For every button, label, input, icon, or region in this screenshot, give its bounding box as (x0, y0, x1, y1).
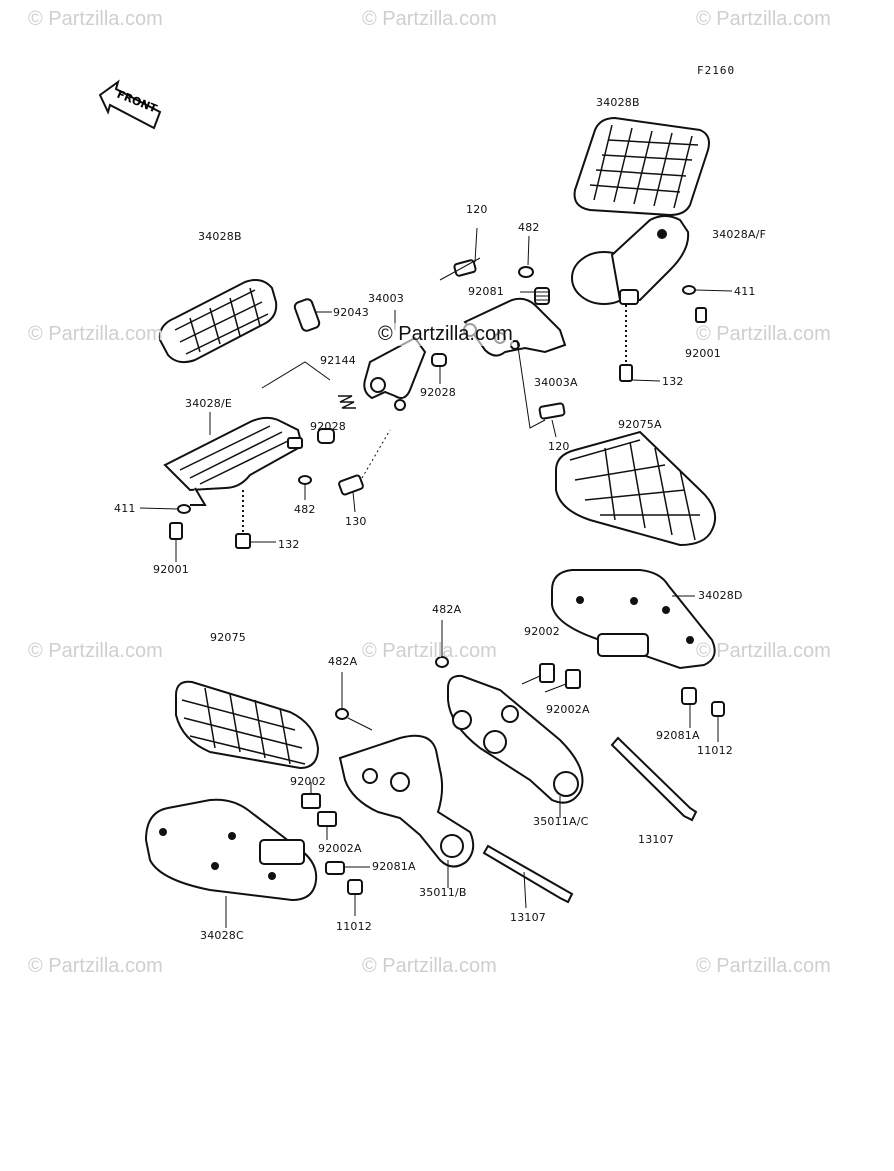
part-label-35011ac: 35011A/C (533, 815, 589, 828)
part-label-482-left: 482 (294, 503, 316, 516)
watermark-bottom-right: © Partzilla.com (696, 955, 831, 977)
watermark-mid2-right: © Partzilla.com (696, 640, 831, 662)
part-label-34028d: 34028D (698, 589, 743, 602)
bolt-92002-left (301, 782, 321, 809)
part-label-92002-top: 92002 (524, 625, 560, 638)
part-label-132-right: 132 (662, 375, 684, 388)
part-label-130: 130 (345, 515, 367, 528)
washer-482-left (298, 475, 312, 500)
bracket-34003 (363, 310, 427, 411)
figure-code: F2160 (697, 64, 736, 77)
part-label-92001-left: 92001 (153, 563, 189, 576)
part-label-34028b-top: 34028B (596, 96, 640, 109)
part-label-411-left: 411 (114, 502, 136, 515)
part-label-411-right: 411 (734, 285, 756, 298)
part-label-34028c: 34028C (200, 929, 244, 942)
part-label-92002a-left: 92002A (318, 842, 362, 855)
part-label-13107-bottom: 13107 (510, 911, 546, 924)
part-label-92043: 92043 (333, 306, 369, 319)
part-label-92081: 92081 (468, 285, 504, 298)
nut-11012-right (711, 701, 725, 742)
part-label-482a-top: 482A (432, 603, 462, 616)
bolt-120-top (453, 227, 478, 277)
bolt-92002a-left (317, 811, 337, 840)
watermark-mid2-left: © Partzilla.com (28, 640, 163, 662)
washer-482a-mid (335, 672, 373, 731)
floorboard-34028d (551, 569, 716, 670)
part-label-92075a: 92075A (618, 418, 662, 431)
footpeg-bracket-34028e (163, 416, 304, 506)
shaft-13107-right (610, 736, 698, 822)
footpeg-bracket-34028af (571, 215, 690, 305)
watermark-top-center: © Partzilla.com (362, 8, 497, 30)
holder-35011b (338, 734, 475, 888)
pin-92043 (293, 298, 332, 332)
floorboard-rubber-92075 (175, 680, 320, 770)
part-label-120-top: 120 (466, 203, 488, 216)
washer-482-top (518, 235, 534, 278)
part-label-11012-left: 11012 (336, 920, 372, 933)
part-label-482-top: 482 (518, 221, 540, 234)
leader-120-group (439, 257, 546, 429)
footpeg-rubber-34028b-left (158, 279, 278, 364)
footpeg-rubber-34028b-top (573, 116, 710, 217)
front-arrow-icon: FRONT (98, 79, 162, 130)
bushing-92028-b (317, 428, 335, 444)
shaft-13107-bottom (482, 844, 574, 909)
part-label-92075: 92075 (210, 631, 246, 644)
part-label-120-bottom: 120 (548, 440, 570, 453)
part-label-92001-right: 92001 (685, 347, 721, 360)
nut-11012-left (347, 879, 363, 916)
watermark-bottom-left: © Partzilla.com (28, 955, 163, 977)
part-label-482a-mid: 482A (328, 655, 358, 668)
bolt-132-right (619, 305, 661, 382)
watermark-bottom-center: © Partzilla.com (362, 955, 497, 977)
part-label-132-left: 132 (278, 538, 300, 551)
part-label-92002a-right: 92002A (546, 703, 590, 716)
part-label-34028af: 34028A/F (712, 228, 767, 241)
part-label-34003a: 34003A (534, 376, 578, 389)
part-label-92028-b: 92028 (310, 420, 346, 433)
watermark-top-left: © Partzilla.com (28, 8, 163, 30)
spring-92081 (520, 287, 550, 305)
watermark-mid2-center: © Partzilla.com (362, 640, 497, 662)
bolt-130 (338, 429, 391, 513)
bushing-92028-a (431, 353, 447, 384)
part-label-92081a-right: 92081A (656, 729, 700, 742)
watermark-top-right: © Partzilla.com (696, 8, 831, 30)
spring-92144 (338, 395, 356, 409)
washer-482a-top (435, 620, 449, 668)
part-label-92144: 92144 (320, 354, 356, 367)
washer-411-left (139, 504, 191, 514)
bolt-132-left (235, 490, 276, 549)
spring-92081a-right (681, 687, 697, 728)
spring-92081a-left (325, 861, 370, 875)
part-label-92028-a: 92028 (420, 386, 456, 399)
watermark-mid1-left: © Partzilla.com (28, 323, 163, 345)
bolt-92002a-right (544, 669, 581, 693)
holder-35011ac (447, 674, 584, 818)
leader-34028e (209, 361, 331, 435)
part-label-92002-left: 92002 (290, 775, 326, 788)
part-label-11012-right: 11012 (697, 744, 733, 757)
washer-411-right (682, 285, 733, 295)
bolt-92001-right (695, 307, 707, 323)
part-label-34003: 34003 (368, 292, 404, 305)
floorboard-34028c (144, 798, 318, 928)
bolt-92002-top (521, 663, 555, 685)
part-label-35011b: 35011/B (419, 886, 467, 899)
bolt-92001-left (169, 522, 183, 562)
part-label-92081a-left: 92081A (372, 860, 416, 873)
part-label-34028b-left: 34028B (198, 230, 242, 243)
part-label-34028e: 34028/E (185, 397, 233, 410)
bolt-120-bottom (538, 402, 566, 438)
floorboard-rubber-92075a (555, 430, 716, 547)
watermark-mid1-right: © Partzilla.com (696, 323, 831, 345)
watermark-center: © Partzilla.com (378, 323, 513, 346)
part-label-13107-right: 13107 (638, 833, 674, 846)
